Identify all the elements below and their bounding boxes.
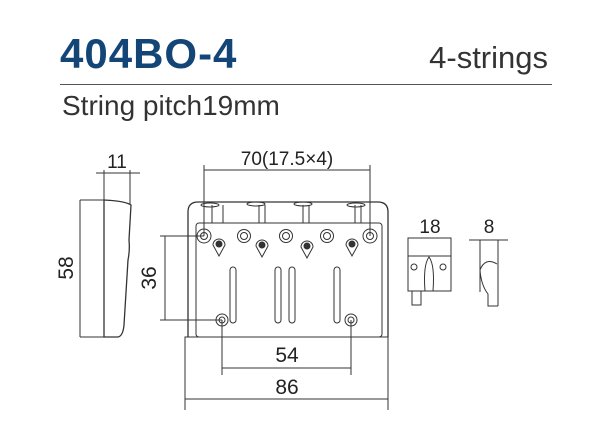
saddle-depth-label: 8: [484, 217, 495, 238]
height-screws: [212, 238, 359, 260]
mount-horizontal-label: 54: [275, 344, 299, 367]
string-pitch: String pitch19mm: [62, 90, 280, 121]
bridge-plate: [184, 201, 389, 400]
saddle-slots: [200, 201, 366, 223]
saddle-side-view: 8: [469, 217, 508, 307]
header-divider: [60, 84, 552, 85]
mount-vertical-label: 36: [138, 266, 161, 289]
string-anchors: [237, 229, 334, 243]
overall-width-label: 86: [275, 376, 298, 399]
string-count: 4-strings: [429, 40, 548, 75]
side-width-label: 11: [107, 152, 127, 173]
saddle-width-label: 18: [419, 217, 440, 238]
side-view: 11 58: [55, 152, 140, 338]
height-label: 58: [55, 256, 78, 279]
model-title: 404BO-4: [60, 30, 238, 77]
saddle-front-view: 18: [407, 217, 452, 306]
adjust-slots: [229, 266, 341, 324]
string-span-label: 70(17.5×4): [241, 149, 333, 170]
